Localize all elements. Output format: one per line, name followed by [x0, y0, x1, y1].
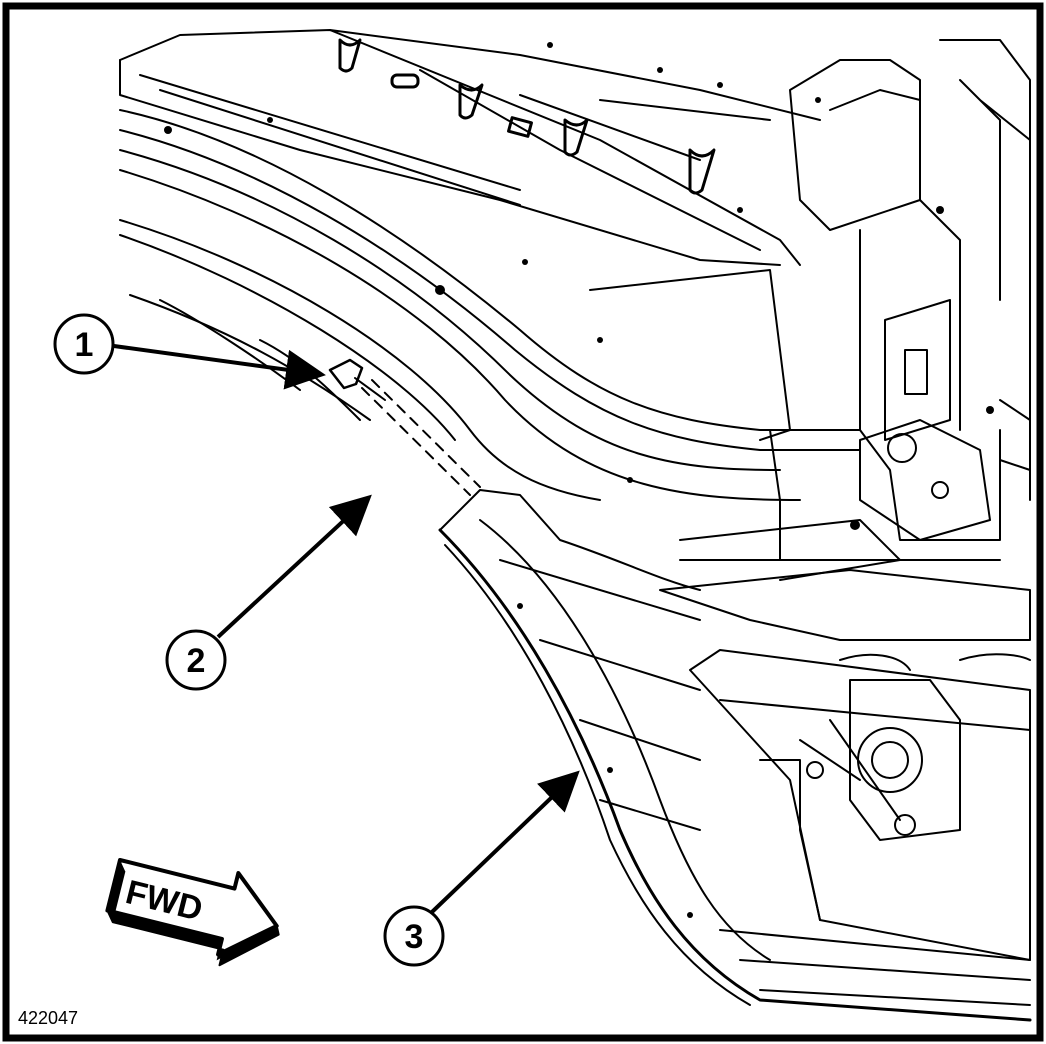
figure-id: 422047	[18, 1008, 78, 1028]
callout-1-label: 1	[75, 326, 94, 364]
callout-3-label: 3	[405, 918, 424, 956]
callout-1-leader	[113, 344, 326, 390]
callout-2-label: 2	[187, 642, 206, 680]
vehicle-structure-drawing	[119, 29, 1032, 1022]
callout-2-leader	[216, 494, 372, 639]
forward-direction-arrow: FWD	[105, 858, 280, 967]
callout-1: 1	[53, 313, 326, 390]
callout-1-circle	[53, 313, 115, 375]
callout-3: 3	[383, 770, 580, 967]
callout-3-circle	[383, 905, 445, 967]
callout-3-leader	[430, 770, 580, 914]
callout-2: 2	[165, 494, 372, 691]
callout-2-circle	[165, 629, 227, 691]
